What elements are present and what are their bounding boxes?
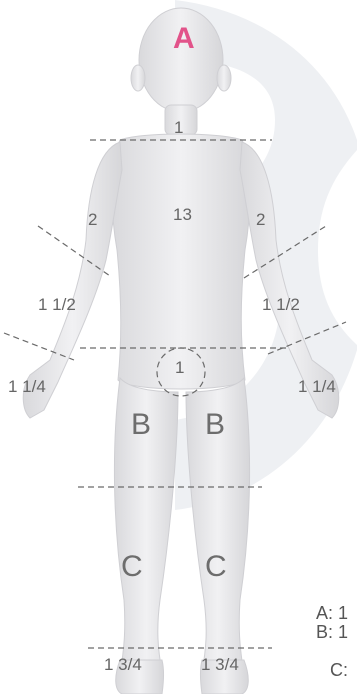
- left-ear: [131, 65, 145, 91]
- region-b-left-label: B: [131, 408, 151, 442]
- legend-a: A: 1: [316, 603, 348, 624]
- right-ear: [217, 65, 231, 91]
- left-forearm-value: 1 1/2: [38, 295, 76, 315]
- right-upper-arm-value: 2: [256, 210, 265, 230]
- legend-b: B: 1: [316, 622, 348, 643]
- torso-shape: [112, 134, 250, 389]
- legend-c: C:: [330, 660, 348, 681]
- left-foot-value: 1 3/4: [104, 655, 142, 675]
- left-upper-arm-value: 2: [88, 210, 97, 230]
- right-forearm-value: 1 1/2: [262, 295, 300, 315]
- region-c-left-label: C: [121, 550, 143, 584]
- right-foot-value: 1 3/4: [201, 655, 239, 675]
- left-hand-value: 1 1/4: [8, 377, 46, 397]
- region-a-label: A: [173, 22, 195, 56]
- region-c-right-label: C: [205, 550, 227, 584]
- right-hand-value: 1 1/4: [298, 377, 336, 397]
- neck-value: 1: [174, 118, 183, 138]
- region-b-right-label: B: [205, 408, 225, 442]
- trunk-value: 13: [173, 205, 192, 225]
- genital-value: 1: [175, 358, 184, 378]
